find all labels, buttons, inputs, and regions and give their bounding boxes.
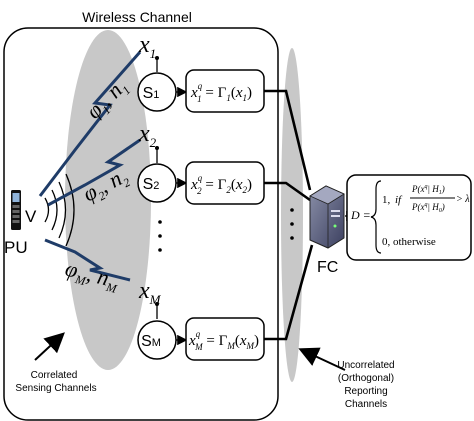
server-icon — [309, 185, 345, 249]
svg-text:SM: SM — [141, 333, 161, 350]
reporting-pointer-arrow — [298, 347, 346, 371]
correlated-label-line2: Sensing Channels — [15, 383, 96, 394]
reporting-channel-ellipse — [281, 48, 303, 382]
voltage-label: V — [25, 207, 37, 226]
decision-lhs: D = — [350, 208, 371, 222]
svg-text:xq1 = Γ1(x1): xq1 = Γ1(x1) — [190, 81, 252, 104]
sensing-channel-label-m: φM, nM — [62, 256, 122, 297]
svg-text:S1: S1 — [143, 85, 160, 102]
sensor-m: SM — [137, 302, 177, 360]
reporting-label-line3: Reporting — [344, 386, 387, 397]
observation-label-2: x2 — [138, 121, 157, 150]
correlated-pointer-arrow — [34, 332, 65, 361]
decision-rule-box: D = 1, if P(xq| H1) P(xq| H0) > λ 0, oth… — [346, 174, 472, 261]
fc-label: FC — [317, 259, 338, 276]
reporting-label-line4: Channels — [345, 399, 387, 410]
svg-text:1, if: 1, if — [382, 194, 403, 206]
correlated-label-line1: Correlated — [31, 370, 78, 381]
wireless-channel-title: Wireless Channel — [82, 9, 192, 25]
correlated-sensing-ellipse — [65, 30, 151, 370]
wireless-channel-frame — [3, 27, 279, 421]
decision-case2: 0, otherwise — [382, 236, 436, 248]
reporting-label-line1: Uncorrelated — [337, 360, 394, 371]
svg-text:φM, nM: φM, nM — [62, 256, 122, 297]
sensing-channel-paths — [38, 51, 142, 282]
decision-denominator: P(xq| H0) — [411, 202, 445, 214]
radio-wave-icon — [44, 173, 75, 247]
reporting-label-line2: (Orthogonal) — [338, 373, 394, 384]
phone-icon — [11, 190, 21, 230]
reporting-ellipsis — [290, 208, 294, 240]
decision-numerator: P(xq| H1) — [411, 184, 445, 196]
observation-label-1: x1 — [138, 32, 156, 61]
sensor-ellipsis — [158, 220, 162, 252]
svg-text:xqM = ΓM(xM): xqM = ΓM(xM) — [188, 329, 259, 352]
pu-label: PU — [4, 238, 28, 257]
reporting-lines — [264, 89, 314, 341]
sensor-1: S1 — [137, 56, 177, 112]
svg-text:xq2 = Γ2(x2): xq2 = Γ2(x2) — [190, 173, 252, 196]
svg-text:S2: S2 — [143, 176, 160, 193]
sensor-2: S2 — [137, 146, 177, 203]
decision-threshold: > λ — [456, 194, 470, 205]
